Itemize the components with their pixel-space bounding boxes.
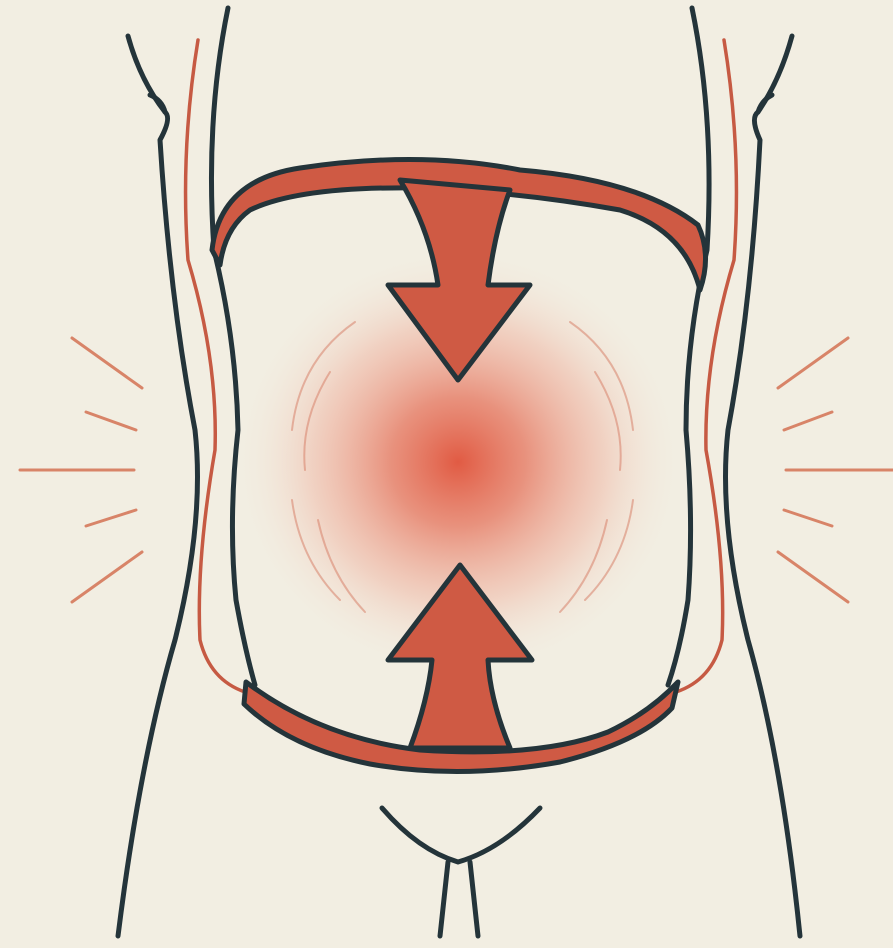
right-radiation-lines	[778, 338, 893, 602]
left-radiation-lines	[20, 338, 142, 602]
